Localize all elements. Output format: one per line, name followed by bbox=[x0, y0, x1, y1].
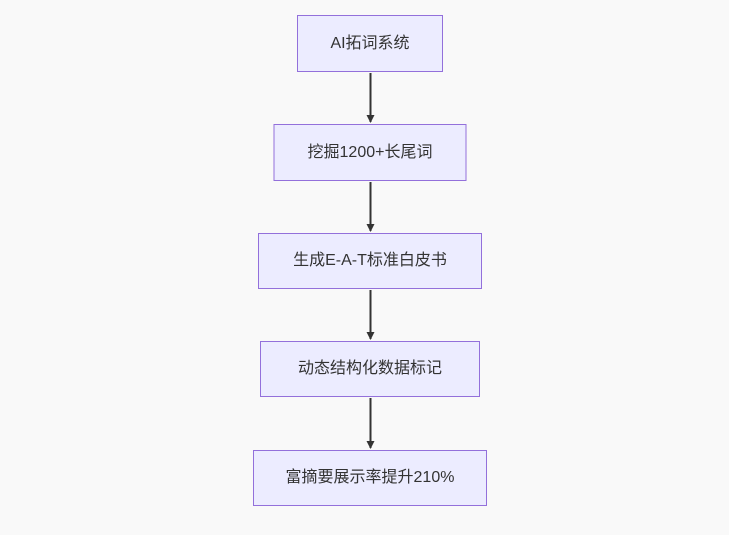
node-label: 生成E-A-T标准白皮书 bbox=[293, 252, 447, 269]
flowchart-node-rich-snippet-rate-increase: 富摘要展示率提升210% bbox=[253, 450, 487, 506]
node-label: 挖掘1200+长尾词 bbox=[307, 143, 433, 161]
node-label: 动态结构化数据标记 bbox=[297, 360, 442, 377]
flowchart-node-generate-eat-whitepaper: 生成E-A-T标准白皮书 bbox=[258, 233, 482, 289]
flowchart-node-dynamic-structured-data-markup: 动态结构化数据标记 bbox=[260, 341, 480, 397]
node-label: 富摘要展示率提升210% bbox=[285, 469, 455, 486]
flowchart-node-mine-longtail-keywords: 挖掘1200+长尾词 bbox=[273, 124, 467, 181]
node-label: AI拓词系统 bbox=[330, 34, 410, 52]
flowchart-node-ai-word-expansion-system: AI拓词系统 bbox=[297, 15, 443, 72]
